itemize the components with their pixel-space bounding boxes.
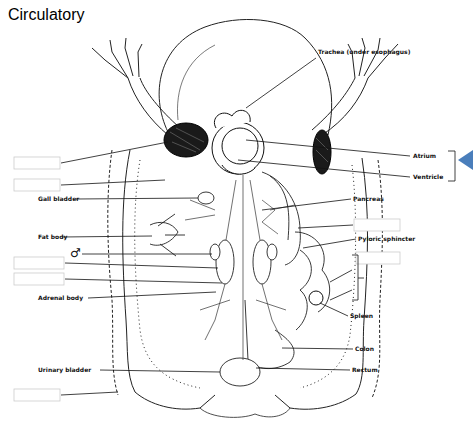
fat-body: [150, 214, 185, 256]
part-label: Ventricle: [413, 173, 443, 181]
part-label: Pyloric sphincter: [358, 235, 415, 243]
bracket: [448, 151, 455, 181]
part-label: Adrenal body: [38, 294, 83, 302]
pointer-marker: [458, 150, 473, 170]
part-label: Atrium: [413, 152, 436, 160]
spleen: [309, 291, 323, 305]
heart: [212, 110, 264, 174]
leader-line: [330, 270, 352, 300]
part-label: Urinary bladder: [38, 366, 91, 374]
part-label: Spleen: [350, 312, 373, 320]
part-label: Gall bladder: [38, 195, 79, 203]
part-label: Rectum: [352, 366, 378, 374]
frog-outline: [92, 19, 398, 417]
leader-line: [61, 58, 410, 395]
urogenital-organs: [210, 240, 277, 386]
digestive-organs: [198, 172, 330, 369]
part-label: ♂: [70, 246, 81, 260]
part-label: Pancreas: [353, 195, 384, 203]
part-label: Colon: [355, 345, 374, 353]
bracket: [352, 255, 364, 300]
page-title: Circulatory: [8, 6, 84, 24]
part-label: Trachea (under esophagus): [318, 48, 410, 56]
part-label: Fat body: [38, 233, 67, 241]
blank-label-box: [14, 157, 400, 401]
